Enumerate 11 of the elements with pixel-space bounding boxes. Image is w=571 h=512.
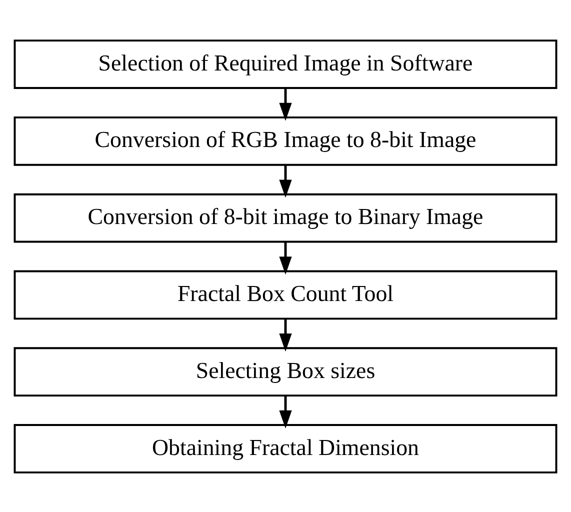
arrow: [279, 395, 292, 428]
arrow: [279, 318, 292, 352]
arrow: [279, 242, 292, 274]
node-box: Selecting Box sizes: [14, 346, 558, 396]
node-box: Conversion of 8-bit image to Binary Image: [14, 192, 558, 242]
node-box: Conversion of RGB Image to 8-bit Image: [14, 116, 558, 166]
node-box: Obtaining Fractal Dimension: [14, 424, 558, 473]
arrow: [279, 88, 292, 120]
node-box: Fractal Box Count Tool: [14, 270, 558, 320]
arrow: [279, 164, 292, 198]
node-box: Selection of Required Image in Software: [14, 39, 558, 88]
